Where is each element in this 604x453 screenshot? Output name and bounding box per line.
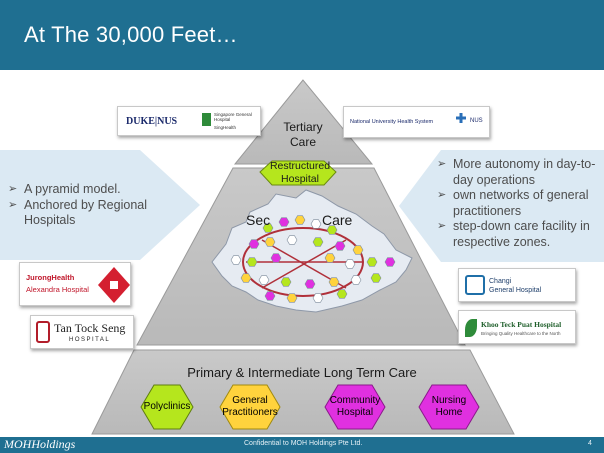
polyclinics-label: Polyclinics — [143, 401, 191, 412]
changi-general-hospital-wordmark: General Hospital — [489, 287, 542, 294]
tertiary-care-label: Tertiary Care — [283, 120, 323, 149]
left-arrow-panel: ➢A pyramid model. ➢Anchored by Regional … — [0, 150, 200, 260]
right-arrow-shape — [399, 150, 604, 262]
map-hexagon — [286, 293, 298, 303]
nursing-home-hexagon — [418, 384, 480, 430]
right-arrow-panel: ➢More autonomy in day-to-day operations … — [399, 150, 604, 262]
jurong-health-emblem-icon — [98, 267, 130, 303]
right-bullet-item: ➢own networks of general practitioners — [437, 188, 589, 218]
map-hexagon — [334, 241, 346, 251]
map-hexagon — [286, 235, 298, 245]
secondary-care-label-b: Care — [322, 212, 353, 228]
map-hexagon — [310, 219, 322, 229]
left-bullet-item: ➢Anchored by Regional Hospitals — [8, 197, 147, 228]
map-hexagon — [370, 273, 382, 283]
ktph-leaf-icon — [465, 319, 477, 337]
gp-hexagon — [219, 384, 281, 430]
left-bullet-list: ➢A pyramid model. ➢Anchored by Regional … — [8, 182, 148, 229]
ktph-wordmark: Khoo Teck Puat Hospital — [481, 320, 562, 329]
duke-nus-wordmark: DUKE|NUS — [126, 116, 178, 127]
page-number: 4 — [588, 440, 592, 447]
map-hexagon — [304, 279, 316, 289]
map-hexagon — [328, 277, 340, 287]
map-hexagon — [384, 257, 396, 267]
title-bar: At The 30,000 Feet… — [0, 0, 604, 70]
right-bullet-list: ➢More autonomy in day-to-day operations … — [437, 157, 604, 250]
community-hospital-hexagon — [324, 384, 386, 430]
changi-emblem-icon — [465, 275, 485, 295]
changi-wordmark: Changi — [489, 278, 512, 285]
jurong-health-wordmark: JurongHealth — [26, 273, 75, 282]
facility-hexagons — [140, 384, 480, 430]
footer-bar: MOHHoldings Confidential to MOH Holdings… — [0, 437, 604, 453]
singhealth-wordmark: SingHealth — [214, 125, 237, 130]
map-hexagon — [294, 215, 306, 225]
left-bullet-item: ➢A pyramid model. — [8, 182, 121, 196]
map-hexagon — [278, 217, 290, 227]
map-hexagon — [246, 257, 258, 267]
map-hexagon — [312, 293, 324, 303]
map-hexagon — [352, 245, 364, 255]
duke-nus-logo: DUKE|NUS Singapore General Hospital Sing… — [117, 106, 261, 136]
map-hexagon — [270, 253, 282, 263]
map-hexagon — [240, 273, 252, 283]
slide-title: At The 30,000 Feet… — [24, 22, 238, 47]
footer-brand: MOHHoldings — [4, 437, 76, 451]
restructured-hospital-label: Restructured Hospital — [269, 160, 331, 185]
map-hexagon — [264, 237, 276, 247]
map-hexagon — [312, 237, 324, 247]
sgh-wordmark: Singapore General Hospital — [214, 112, 252, 122]
left-arrow-shape — [0, 150, 200, 260]
primary-care-label: Primary & Intermediate Long Term Care — [187, 365, 417, 380]
nuhs-logo: National University Health System NUS — [343, 106, 490, 138]
nus-wordmark: NUS — [470, 118, 483, 124]
nuhs-cross-icon — [456, 113, 466, 123]
changi-general-hospital-logo: Changi General Hospital — [458, 268, 576, 302]
map-hexagon — [324, 253, 336, 263]
polyclinics-hexagon — [140, 384, 194, 430]
ttsh-hospital-wordmark: HOSPITAL — [69, 337, 111, 343]
primary-tier — [91, 349, 515, 435]
sgh-emblem-icon — [202, 113, 211, 126]
ktph-logo: Khoo Teck Puat Hospital Bringing Quality… — [458, 310, 576, 344]
right-bullet-item: ➢More autonomy in day-to-day operations — [437, 157, 596, 187]
map-hexagon — [264, 291, 276, 301]
ttsh-emblem-icon — [36, 321, 50, 343]
right-bullet-item: ➢step-down care facility in respective z… — [437, 219, 590, 249]
nuhs-wordmark: National University Health System — [350, 119, 434, 125]
confidential-notice: Confidential to MOH Holdings Pte Ltd. — [244, 440, 363, 447]
map-hexagon — [262, 223, 274, 233]
map-hexagon — [344, 259, 356, 269]
ttsh-wordmark: Tan Tock Seng — [54, 321, 126, 335]
map-hexagon — [258, 275, 270, 285]
map-hexagon — [366, 257, 378, 267]
map-hexagon-cluster — [230, 215, 396, 303]
ktph-tagline: Bringing Quality Healthcare to the North — [481, 331, 561, 336]
map-hexagon — [336, 289, 348, 299]
alexandra-hospital-wordmark: Alexandra Hospital — [26, 285, 89, 294]
map-hexagon — [350, 275, 362, 285]
secondary-care-label-a: Sec — [246, 212, 271, 228]
jurong-health-logo: JurongHealth Alexandra Hospital — [19, 262, 131, 306]
ttsh-logo: Tan Tock Seng HOSPITAL — [30, 315, 134, 349]
map-hexagon — [280, 277, 292, 287]
map-hexagon — [248, 239, 260, 249]
map-hexagon — [230, 255, 242, 265]
restructured-hexagon — [259, 160, 337, 186]
map-hexagon — [326, 225, 338, 235]
